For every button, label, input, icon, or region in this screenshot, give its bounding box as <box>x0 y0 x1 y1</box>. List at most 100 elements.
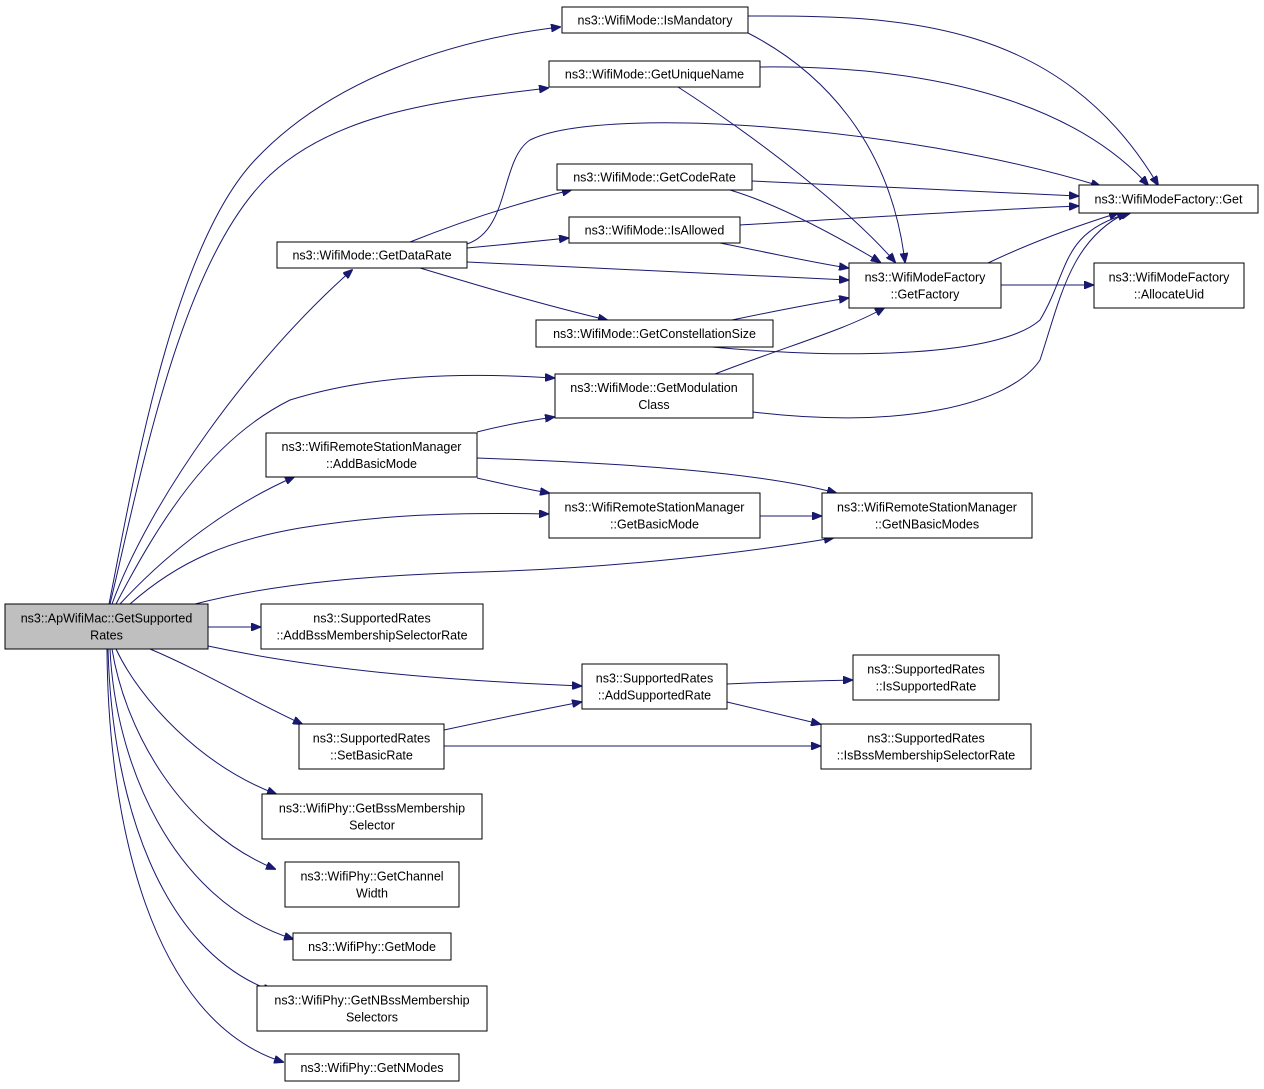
node-box-is-supported-rate <box>852 654 1000 701</box>
node-is-allowed[interactable]: ns3::WifiMode::IsAllowed <box>568 216 741 244</box>
node-box-get-modulation-class <box>554 373 754 419</box>
node-label-add-supported-rate-line-2: ::AddSupportedRate <box>598 689 711 703</box>
node-label-root-line-1: ns3::ApWifiMac::GetSupported <box>21 612 193 626</box>
node-label-factory-allocate-uid-line-1: ns3::WifiModeFactory <box>1109 271 1231 285</box>
node-box-get-n-basic-modes <box>821 492 1033 539</box>
node-get-code-rate[interactable]: ns3::WifiMode::GetCodeRate <box>556 163 753 191</box>
node-factory-get-factory[interactable]: ns3::WifiModeFactory::GetFactory <box>848 262 1002 309</box>
node-label-get-bss-membership-selector-line-1: ns3::WifiPhy::GetBssMembership <box>279 802 465 816</box>
node-add-basic-mode[interactable]: ns3::WifiRemoteStationManager::AddBasicM… <box>265 432 478 478</box>
node-is-bss-selector-rate[interactable]: ns3::SupportedRates::IsBssMembershipSele… <box>820 723 1032 770</box>
node-label-add-supported-rate-line-1: ns3::SupportedRates <box>596 672 713 686</box>
node-box-is-mandatory <box>561 6 749 34</box>
edge-get-data-rate-to-factory-get <box>466 122 1100 245</box>
node-get-n-modes[interactable]: ns3::WifiPhy::GetNModes <box>284 1053 460 1082</box>
node-get-unique-name[interactable]: ns3::WifiMode::GetUniqueName <box>548 60 761 88</box>
node-label-get-basic-mode-line-2: ::GetBasicMode <box>610 518 699 532</box>
node-box-get-code-rate <box>556 163 753 191</box>
node-label-is-supported-rate-line-2: ::IsSupportedRate <box>876 680 977 694</box>
edge-root-to-get-modulation-class <box>115 375 554 605</box>
node-box-factory-allocate-uid <box>1093 262 1245 309</box>
edge-add-supported-rate-to-is-supported-rate <box>726 680 852 685</box>
node-label-get-data-rate-line-1: ns3::WifiMode::GetDataRate <box>292 249 451 263</box>
node-label-get-channel-width-line-1: ns3::WifiPhy::GetChannel <box>300 870 443 884</box>
node-label-is-bss-selector-rate-line-1: ns3::SupportedRates <box>867 732 984 746</box>
node-box-get-bss-membership-selector <box>261 793 483 840</box>
node-label-get-channel-width-line-2: Width <box>356 887 388 901</box>
edge-get-modulation-class-to-factory-get-factory <box>714 308 884 375</box>
node-label-get-n-bss-membership-selectors-line-2: Selectors <box>346 1011 398 1025</box>
node-label-factory-allocate-uid-line-2: ::AllocateUid <box>1134 288 1204 302</box>
edge-add-supported-rate-to-is-bss-selector-rate <box>726 701 820 724</box>
edge-get-unique-name-to-factory-get-factory <box>677 86 895 262</box>
node-add-supported-rate[interactable]: ns3::SupportedRates::AddSupportedRate <box>581 663 728 710</box>
edge-root-to-get-n-bss-membership-selectors <box>107 648 272 991</box>
node-label-set-basic-rate-line-1: ns3::SupportedRates <box>313 732 430 746</box>
node-label-get-bss-membership-selector-line-2: Selector <box>349 819 395 833</box>
edge-root-to-add-basic-mode <box>119 477 294 605</box>
edge-get-data-rate-to-factory-get-factory <box>466 261 848 280</box>
edge-root-to-get-data-rate <box>111 270 352 605</box>
node-label-root-line-2: Rates <box>90 629 123 643</box>
edge-add-basic-mode-to-get-modulation-class <box>476 417 554 433</box>
node-label-get-n-basic-modes-line-1: ns3::WifiRemoteStationManager <box>837 501 1017 515</box>
node-box-is-allowed <box>568 216 741 244</box>
edge-get-data-rate-to-get-constellation-size <box>419 267 607 320</box>
edge-root-to-get-channel-width <box>111 648 275 869</box>
node-box-factory-get-factory <box>848 262 1002 309</box>
node-box-is-bss-selector-rate <box>820 723 1032 770</box>
node-label-get-n-basic-modes-line-2: ::GetNBasicModes <box>875 518 979 532</box>
node-is-mandatory[interactable]: ns3::WifiMode::IsMandatory <box>561 6 749 34</box>
node-label-factory-get-factory-line-1: ns3::WifiModeFactory <box>865 271 987 285</box>
node-box-get-n-modes <box>284 1053 460 1082</box>
node-box-get-unique-name <box>548 60 761 88</box>
node-get-basic-mode[interactable]: ns3::WifiRemoteStationManager::GetBasicM… <box>548 492 761 539</box>
edge-root-to-get-n-modes <box>106 648 283 1062</box>
node-label-get-code-rate-line-1: ns3::WifiMode::GetCodeRate <box>573 171 736 185</box>
edge-is-allowed-to-factory-get <box>739 206 1078 226</box>
edge-is-allowed-to-factory-get-factory <box>719 242 848 268</box>
node-label-get-basic-mode-line-1: ns3::WifiRemoteStationManager <box>565 501 745 515</box>
edge-get-code-rate-to-factory-get <box>751 180 1078 196</box>
edge-get-constellation-size-to-factory-get <box>711 213 1130 355</box>
edge-root-to-get-basic-mode <box>129 513 548 605</box>
node-label-add-bss-selector-rate-line-1: ns3::SupportedRates <box>313 612 430 626</box>
node-get-data-rate[interactable]: ns3::WifiMode::GetDataRate <box>276 241 468 269</box>
node-label-is-allowed-line-1: ns3::WifiMode::IsAllowed <box>585 224 725 238</box>
node-factory-get[interactable]: ns3::WifiModeFactory::Get <box>1078 184 1259 214</box>
node-get-constellation-size[interactable]: ns3::WifiMode::GetConstellationSize <box>535 319 774 348</box>
node-box-get-mode <box>292 932 452 961</box>
node-get-mode[interactable]: ns3::WifiPhy::GetMode <box>292 932 452 961</box>
edge-root-to-get-unique-name <box>109 88 548 605</box>
node-get-n-basic-modes[interactable]: ns3::WifiRemoteStationManager::GetNBasic… <box>821 492 1033 539</box>
node-label-add-basic-mode-line-1: ns3::WifiRemoteStationManager <box>282 440 462 454</box>
node-box-get-channel-width <box>284 861 460 908</box>
node-label-get-mode-line-1: ns3::WifiPhy::GetMode <box>308 940 436 954</box>
node-add-bss-selector-rate[interactable]: ns3::SupportedRates::AddBssMembershipSel… <box>260 603 484 650</box>
node-label-add-bss-selector-rate-line-2: ::AddBssMembershipSelectorRate <box>276 629 467 643</box>
node-is-supported-rate[interactable]: ns3::SupportedRates::IsSupportedRate <box>852 654 1000 701</box>
edge-root-to-get-mode <box>109 648 293 939</box>
edge-get-unique-name-to-factory-get <box>759 66 1148 185</box>
node-box-factory-get <box>1078 184 1259 214</box>
nodes-layer: ns3::ApWifiMac::GetSupportedRatesns3::Wi… <box>4 6 1259 1082</box>
node-label-factory-get-factory-line-2: ::GetFactory <box>891 288 961 302</box>
node-set-basic-rate[interactable]: ns3::SupportedRates::SetBasicRate <box>298 723 445 770</box>
edges-layer <box>106 15 1158 1062</box>
edge-get-code-rate-to-factory-get-factory <box>729 189 880 262</box>
node-label-get-n-modes-line-1: ns3::WifiPhy::GetNModes <box>300 1061 443 1075</box>
edge-get-constellation-size-to-factory-get-factory <box>731 298 848 321</box>
node-factory-allocate-uid[interactable]: ns3::WifiModeFactory::AllocateUid <box>1093 262 1245 309</box>
edge-get-modulation-class-to-factory-get <box>752 213 1126 419</box>
edge-get-data-rate-to-get-code-rate <box>409 190 571 243</box>
edge-root-to-get-n-basic-modes <box>194 538 833 605</box>
node-box-get-basic-mode <box>548 492 761 539</box>
node-box-get-n-bss-membership-selectors <box>256 985 488 1032</box>
node-box-add-basic-mode <box>265 432 478 478</box>
edge-is-mandatory-to-factory-get-factory <box>747 32 905 262</box>
